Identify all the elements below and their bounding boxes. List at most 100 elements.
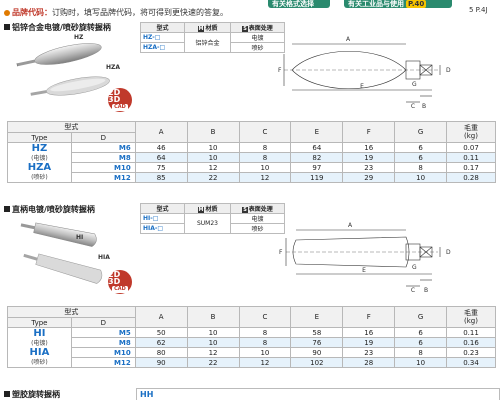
value-cell: 75 xyxy=(134,162,188,173)
value-cell: 6 xyxy=(394,142,448,153)
weight-cell: 0.11 xyxy=(446,327,496,338)
value-cell: 19 xyxy=(342,152,396,163)
format-selection-link[interactable]: 有关格式选择 xyxy=(268,0,330,8)
product-image-hz xyxy=(16,43,110,96)
value-cell: 10 xyxy=(394,357,448,368)
table-row: HI(电镀)HIA(喷砂) M5 50 10 8 58 16 6 0.11 xyxy=(7,327,496,368)
info-dot-icon xyxy=(4,10,10,16)
spec-model-hh[interactable]: HH xyxy=(140,390,154,399)
value-cell: 29 xyxy=(342,172,396,183)
value-cell: 22 xyxy=(186,357,240,368)
col-header-weight: 毛重(kg) xyxy=(446,306,496,328)
value-cell: 64 xyxy=(290,142,344,153)
dim-label-g: G xyxy=(412,264,417,271)
value-cell: 80 xyxy=(134,347,188,358)
section-bullet-icon xyxy=(4,391,10,397)
table-row: M12 90 22 12 102 28 10 0.34 xyxy=(8,357,496,368)
spec-model-hz[interactable]: HZ-□ xyxy=(140,32,185,43)
value-cell: 90 xyxy=(134,357,188,368)
dim-label-c: C xyxy=(411,103,415,110)
d-cell: M5 xyxy=(70,327,136,338)
value-cell: 46 xyxy=(134,142,188,153)
col-header-a: A xyxy=(134,121,188,143)
value-cell: 10 xyxy=(238,162,292,173)
col-header-g: G xyxy=(394,306,448,328)
d-cell: M6 xyxy=(70,142,136,153)
value-cell: 8 xyxy=(238,142,292,153)
value-cell: 10 xyxy=(186,327,240,338)
value-cell: 16 xyxy=(342,142,396,153)
weight-cell: 0.23 xyxy=(446,347,496,358)
value-cell: 64 xyxy=(134,152,188,163)
col-header-b: B xyxy=(186,306,240,328)
notice-label: 品牌代码： xyxy=(12,8,52,17)
spec-model-hza[interactable]: HZA-□ xyxy=(140,42,185,53)
d-cell: M12 xyxy=(70,172,136,183)
dim-label-e: E xyxy=(362,267,366,274)
col-header-d: D xyxy=(70,132,136,143)
dim-label-b: B xyxy=(424,287,428,294)
value-cell: 97 xyxy=(290,162,344,173)
col-header-model: 型式 xyxy=(7,121,136,133)
value-cell: 8 xyxy=(238,327,292,338)
col-header-e: E xyxy=(290,306,344,328)
d-cell: M12 xyxy=(70,357,136,368)
spec-material-value: 铝锌合金 xyxy=(184,32,231,53)
col-header-c: C xyxy=(238,121,292,143)
col-header-a: A xyxy=(134,306,188,328)
weight-cell: 0.07 xyxy=(446,142,496,153)
spec-model-hia[interactable]: HIA-□ xyxy=(140,223,185,234)
brand-code-notice: 品牌代码：订购时，填写品牌代码，将可得到更快速的答复。 xyxy=(4,8,228,18)
product-image-hi xyxy=(20,222,103,284)
weight-cell: 0.34 xyxy=(446,357,496,368)
col-header-weight: 毛重(kg) xyxy=(446,121,496,143)
value-cell: 6 xyxy=(394,152,448,163)
spec-material-value: SUM23 xyxy=(184,213,231,234)
image-label-hz: HZ xyxy=(74,34,84,41)
value-cell: 10 xyxy=(186,337,240,348)
dimension-table-hz: 型式 A B C E F G 毛重(kg) Type D HZ(电镀)HZA(喷… xyxy=(7,121,496,183)
d-cell: M8 xyxy=(70,152,136,163)
value-cell: 50 xyxy=(134,327,188,338)
value-cell: 12 xyxy=(186,162,240,173)
value-cell: 12 xyxy=(238,357,292,368)
dim-label-d: D xyxy=(446,249,451,256)
col-header-e: E xyxy=(290,121,344,143)
col-header-f: F xyxy=(342,306,396,328)
spec-model-hi[interactable]: HI-□ xyxy=(140,213,185,224)
weight-cell: 0.16 xyxy=(446,337,496,348)
dimension-drawing-hz: A B C D E F G xyxy=(278,36,451,110)
col-header-type: Type xyxy=(7,132,72,143)
d-cell: M8 xyxy=(70,337,136,348)
col-header-f: F xyxy=(342,121,396,143)
d-cell: M10 xyxy=(70,347,136,358)
type-cell-hz-hza: HZ(电镀)HZA(喷砂) xyxy=(7,142,72,183)
value-cell: 8 xyxy=(394,162,448,173)
weight-cell: 0.11 xyxy=(446,152,496,163)
value-cell: 10 xyxy=(238,347,292,358)
value-cell: 10 xyxy=(394,172,448,183)
page-number-badge: P.40 xyxy=(406,0,427,8)
image-label-hia: HIA xyxy=(98,254,110,261)
col-header-g: G xyxy=(394,121,448,143)
value-cell: 76 xyxy=(290,337,344,348)
image-label-hza: HZA xyxy=(106,64,121,71)
d-cell: M10 xyxy=(70,162,136,173)
table-row: M10 75 12 10 97 23 8 0.17 xyxy=(8,162,496,173)
table-row: M8 62 10 8 76 19 6 0.16 xyxy=(8,337,496,348)
col-header-model: 型式 xyxy=(7,306,136,318)
dim-label-g: G xyxy=(412,81,417,88)
spec-treatment-sandblast: 喷砂 xyxy=(230,223,285,234)
value-cell: 19 xyxy=(342,337,396,348)
value-cell: 8 xyxy=(238,337,292,348)
value-cell: 8 xyxy=(238,152,292,163)
value-cell: 102 xyxy=(290,357,344,368)
spec-header-type: 型式 xyxy=(140,203,185,214)
section-title-hh: 塑胶旋转握柄 xyxy=(4,389,60,400)
value-cell: 58 xyxy=(290,327,344,338)
